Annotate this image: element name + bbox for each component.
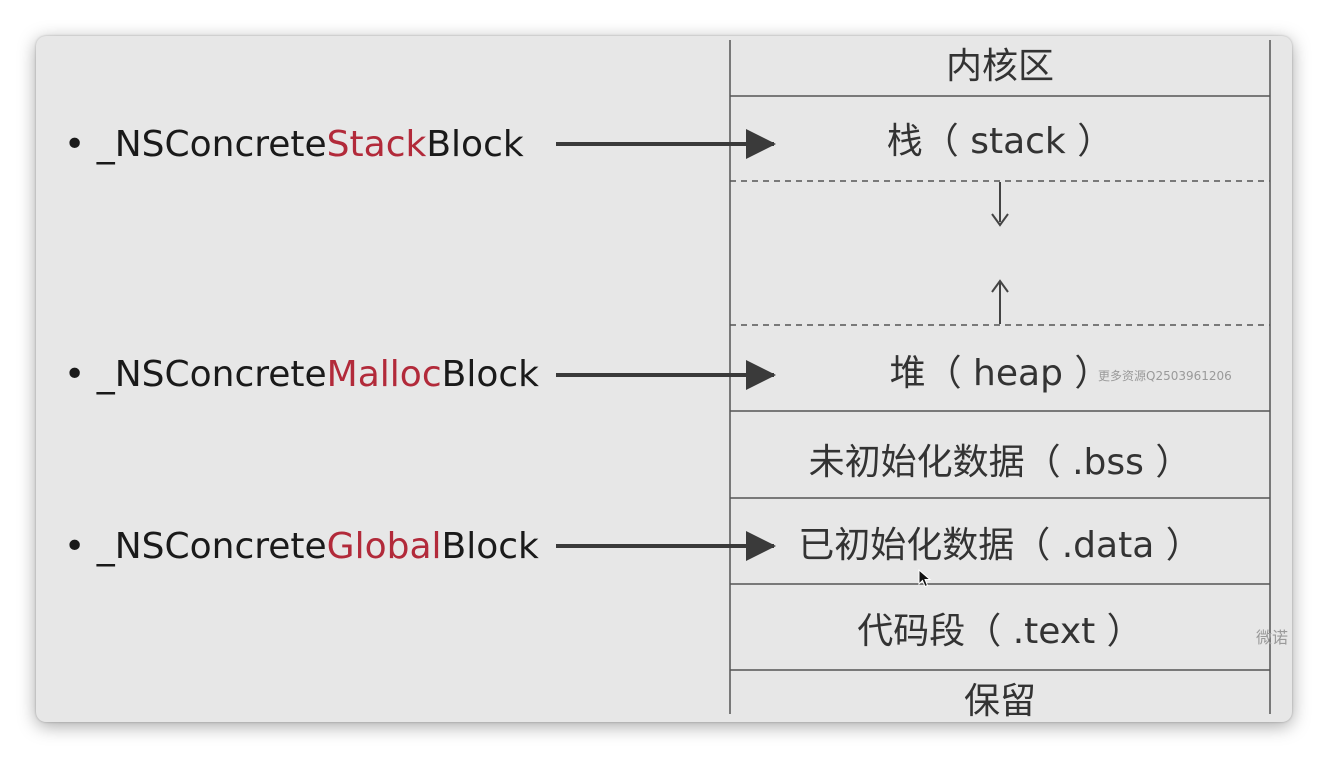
region-reserved-label: 保留	[963, 681, 1036, 722]
arrow-up-icon	[991, 279, 1009, 324]
region-stack-label: 栈（ stack ）	[886, 121, 1114, 162]
memory-layout-diagram	[556, 40, 1271, 714]
block-suffix: Block	[426, 124, 524, 165]
block-suffix: Block	[441, 354, 539, 395]
block-type-malloc: • _NSConcreteMallocBlock	[64, 357, 539, 393]
slide: 内核区 栈（ stack ） 堆（ heap ） 未初始化数据（ .bss ） …	[36, 36, 1292, 722]
bullet: •	[64, 124, 86, 165]
block-prefix: _NSConcrete	[96, 124, 327, 165]
block-accent: Global	[326, 526, 442, 567]
block-prefix: _NSConcrete	[96, 526, 327, 567]
arrow-down-icon	[991, 182, 1009, 227]
block-type-global: • _NSConcreteGlobalBlock	[64, 529, 539, 565]
region-heap-label: 堆（ heap ）	[889, 353, 1111, 394]
mouse-cursor-icon	[918, 569, 932, 588]
block-accent: Stack	[326, 124, 427, 165]
block-accent: Malloc	[326, 354, 442, 395]
block-type-stack: • _NSConcreteStackBlock	[64, 127, 524, 163]
region-data-label: 已初始化数据（ .data ）	[798, 525, 1202, 566]
watermark-center: 更多资源Q2503961206	[1098, 369, 1232, 383]
region-kernel-label: 内核区	[945, 46, 1054, 87]
block-prefix: _NSConcrete	[96, 354, 327, 395]
region-bss-label: 未初始化数据（ .bss ）	[808, 442, 1192, 483]
block-suffix: Block	[441, 526, 539, 567]
watermark-edge: 微诺	[1256, 628, 1289, 647]
region-text-label: 代码段（ .text ）	[857, 611, 1143, 652]
bullet: •	[64, 354, 86, 395]
bullet: •	[64, 526, 86, 567]
